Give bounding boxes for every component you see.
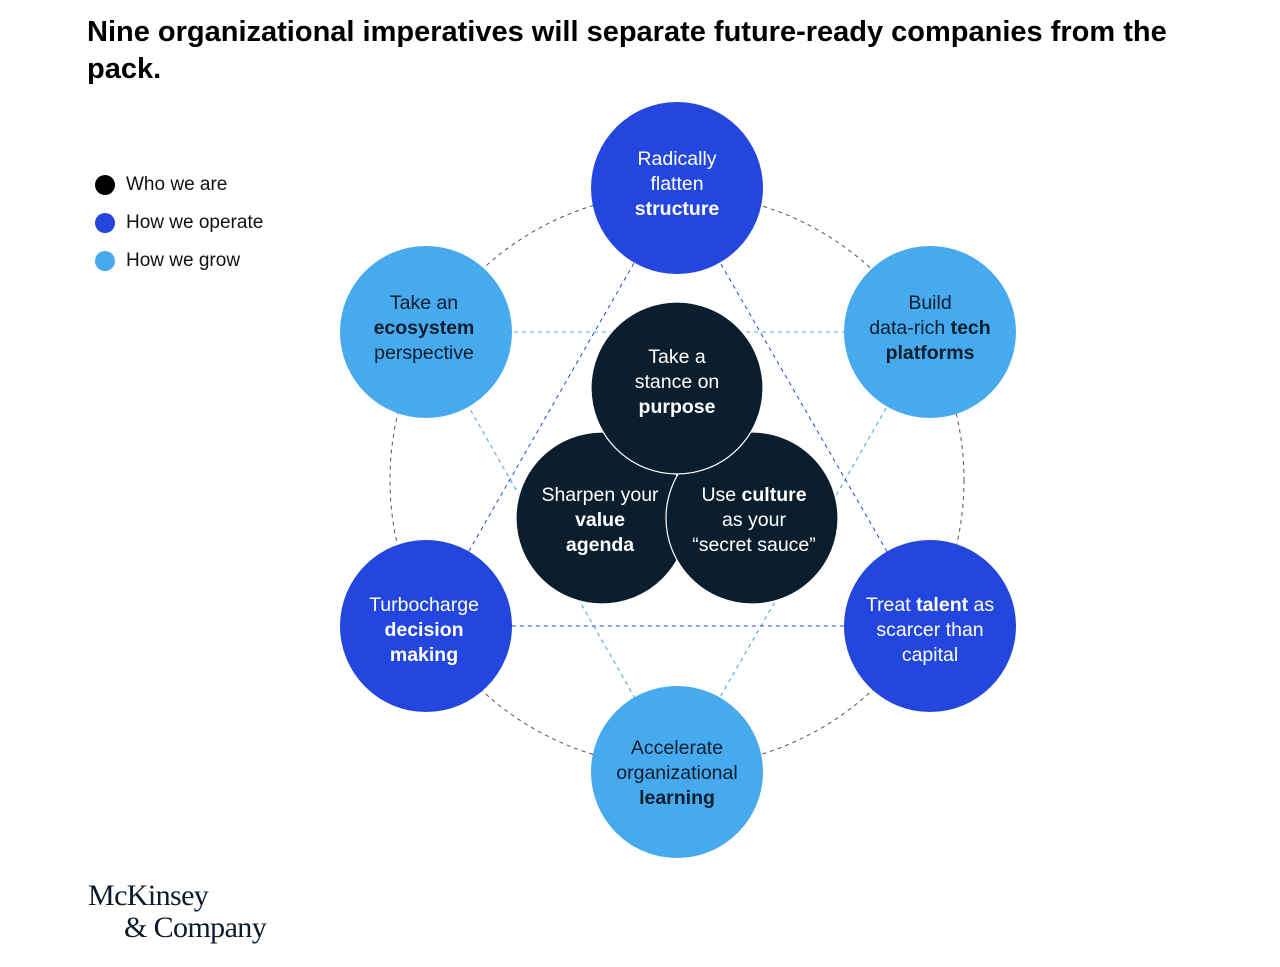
circle-structure bbox=[591, 102, 763, 274]
legend-dot-how-we-grow bbox=[95, 251, 115, 271]
legend-label: How we grow bbox=[126, 250, 241, 271]
node-label-line: agenda bbox=[565, 533, 635, 556]
circle-talent bbox=[844, 540, 1016, 712]
circle-culture bbox=[665, 431, 839, 605]
node-label-line: Sharpen your bbox=[541, 483, 659, 506]
node-label-line: Take a bbox=[648, 345, 706, 368]
circle-purpose bbox=[590, 301, 764, 475]
circle-tech bbox=[844, 246, 1016, 418]
node-label-line: data-rich tech bbox=[869, 316, 991, 339]
node-label-line: purpose bbox=[638, 395, 716, 418]
node-label-line: organizational bbox=[616, 761, 738, 784]
node-label-line: flatten bbox=[650, 172, 704, 195]
circle-decision bbox=[340, 540, 512, 712]
circle-ecosystem bbox=[340, 246, 512, 418]
node-label-line: Turbocharge bbox=[369, 593, 479, 616]
logo-line-1: McKinsey bbox=[88, 879, 209, 912]
legend-item-who-we-are: Who we are bbox=[95, 166, 263, 204]
node-label-line: Build bbox=[908, 291, 952, 314]
legend-label: How we operate bbox=[126, 212, 264, 233]
node-label-line: decision bbox=[384, 618, 464, 641]
node-label-line: “secret sauce” bbox=[692, 533, 816, 556]
legend-item-how-we-operate: How we operate bbox=[95, 204, 263, 242]
node-label-line: ecosystem bbox=[373, 316, 475, 339]
node-label-line: scarcer than bbox=[876, 618, 984, 641]
node-label-line: making bbox=[389, 643, 459, 666]
logo-line-2: & Company bbox=[124, 911, 267, 944]
node-label-line: Use culture bbox=[701, 483, 807, 506]
node-label-line: perspective bbox=[374, 341, 474, 364]
legend-item-how-we-grow: How we grow bbox=[95, 242, 263, 280]
node-label-line: structure bbox=[634, 197, 720, 220]
node-label-line: stance on bbox=[634, 370, 720, 393]
node-label-line: as your bbox=[722, 508, 786, 531]
node-label-line: value bbox=[575, 508, 625, 531]
legend-dot-how-we-operate bbox=[95, 213, 115, 233]
node-label-line: platforms bbox=[885, 341, 975, 364]
node-label-line: Treat talent as bbox=[865, 593, 995, 616]
node-label-line: Accelerate bbox=[630, 736, 724, 759]
legend-dot-who-we-are bbox=[95, 175, 115, 195]
legend-label: Who we are bbox=[126, 174, 228, 195]
page-title: Nine organizational imperatives will sep… bbox=[87, 16, 1167, 85]
legend: Who we are How we operate How we grow bbox=[95, 166, 263, 280]
circle-learning bbox=[591, 686, 763, 858]
node-label-line: Radically bbox=[637, 147, 717, 170]
mckinsey-logo: McKinsey & Company bbox=[88, 879, 267, 944]
node-label-line: capital bbox=[901, 643, 959, 666]
node-label-line: learning bbox=[639, 786, 715, 809]
node-label-line: Take an bbox=[389, 291, 459, 314]
